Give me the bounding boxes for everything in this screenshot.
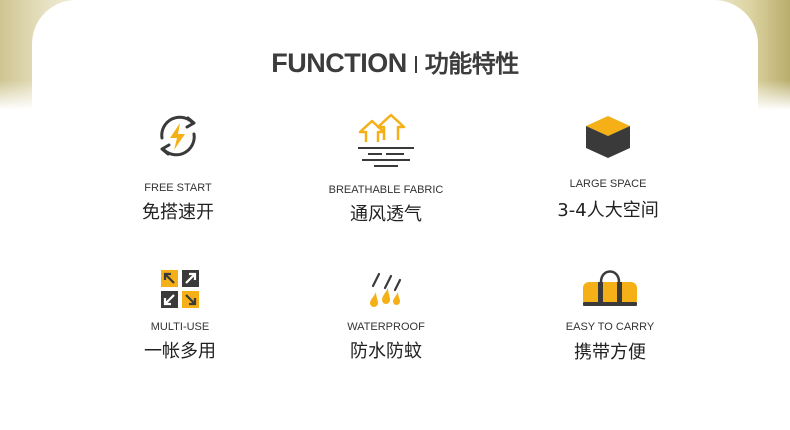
- feature-label-cn: 防水防蚊: [350, 341, 422, 362]
- raindrops-icon: [286, 270, 486, 310]
- multi-direction-grid-icon: [80, 269, 280, 309]
- title-separator: [414, 56, 417, 73]
- cube-icon: [508, 114, 708, 160]
- feature-label-cn: 3-4人大空间: [557, 200, 659, 221]
- content-card: [32, 0, 758, 430]
- quick-start-lightning-icon: [78, 110, 278, 162]
- feature-label-cn: 免搭速开: [142, 202, 214, 223]
- title-cn: 功能特性: [424, 50, 520, 78]
- feature-label-cn: 携带方便: [574, 342, 646, 363]
- feature-label-cn: 通风透气: [350, 204, 422, 225]
- feature-label-cn: 一帐多用: [144, 341, 216, 362]
- carry-bag-icon: [510, 264, 710, 308]
- feature-label-en: WATERPROOF: [347, 321, 425, 333]
- feature-label-en: LARGE SPACE: [569, 178, 647, 190]
- feature-label-en: MULTI-USE: [150, 321, 210, 333]
- feature-label-en: FREE START: [144, 182, 212, 194]
- breathable-arrows-icon: [286, 112, 486, 170]
- feature-label-en: EASY TO CARRY: [565, 321, 655, 333]
- section-title: FUNCTION 功能特性: [0, 44, 790, 79]
- title-en: FUNCTION: [271, 48, 407, 78]
- feature-label-en: BREATHABLE FABRIC: [328, 184, 444, 196]
